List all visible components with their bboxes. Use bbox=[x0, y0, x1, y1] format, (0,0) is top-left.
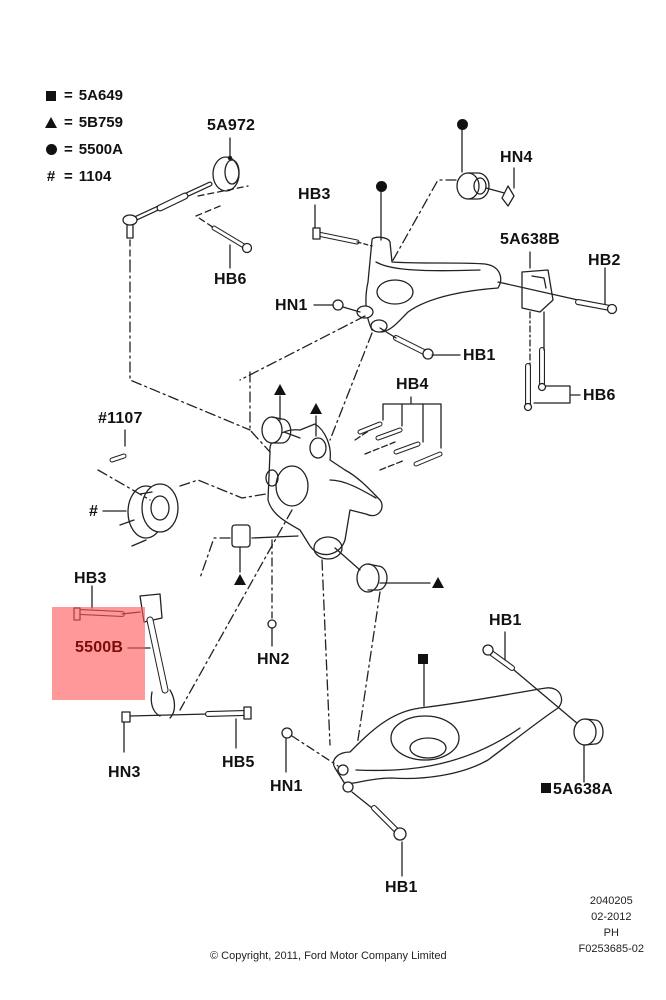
legend-equals: = bbox=[64, 168, 73, 185]
part-highlight-5500b[interactable] bbox=[52, 607, 145, 700]
label-hn1-top[interactable]: HN1 bbox=[275, 297, 308, 314]
label-hn2[interactable]: HN2 bbox=[257, 651, 290, 668]
circle-marker-icon bbox=[376, 181, 387, 192]
label-hb4[interactable]: HB4 bbox=[396, 376, 429, 393]
knuckle-bushing-lower bbox=[356, 563, 388, 593]
hb1-bolt-bottom bbox=[371, 805, 407, 841]
legend-row-circle: = 5500A bbox=[44, 142, 123, 157]
triangle-marker-icon bbox=[234, 574, 246, 585]
label-hb3-top[interactable]: HB3 bbox=[298, 186, 331, 203]
triangle-marker-icon bbox=[274, 384, 286, 395]
hb1-bolt-top bbox=[393, 335, 434, 360]
square-marker-icon bbox=[418, 654, 428, 664]
figure-initials: PH bbox=[603, 927, 619, 939]
copyright-notice: © Copyright, 2011, Ford Motor Company Li… bbox=[210, 950, 447, 962]
label-hb3-left[interactable]: HB3 bbox=[74, 570, 107, 587]
hn4-clip bbox=[501, 185, 515, 207]
hb6-bolt-top bbox=[211, 225, 253, 254]
label-1107[interactable]: #1107 bbox=[98, 410, 143, 427]
hb1-bolt-right bbox=[482, 644, 515, 671]
label-hn4[interactable]: HN4 bbox=[500, 149, 533, 166]
figure-number: 2040205 bbox=[589, 895, 633, 907]
legend-code: 5500A bbox=[78, 141, 123, 158]
wheel-bolt-1107 bbox=[109, 453, 127, 463]
label-5a638a[interactable]: 5A638A bbox=[553, 781, 613, 798]
label-5a638b[interactable]: 5A638B bbox=[500, 231, 560, 248]
link-5500b-part bbox=[139, 593, 176, 719]
legend-equals: = bbox=[64, 141, 73, 158]
knuckle-bushing-upper bbox=[261, 416, 292, 444]
label-hb1-bottom[interactable]: HB1 bbox=[385, 879, 418, 896]
label-hub-hash[interactable]: # bbox=[89, 503, 99, 520]
legend-equals: = bbox=[64, 87, 73, 104]
legend-row-square: = 5A649 bbox=[44, 88, 123, 103]
legend-code: 5B759 bbox=[78, 114, 123, 131]
wheel-hub-part bbox=[119, 483, 179, 547]
bushing-5a638a bbox=[573, 718, 604, 746]
legend-code: 1104 bbox=[78, 168, 112, 185]
legend-row-hash: # = 1104 bbox=[44, 169, 111, 184]
label-hn3[interactable]: HN3 bbox=[108, 764, 141, 781]
upper-bushing-part bbox=[456, 172, 509, 200]
hb5-bolt bbox=[205, 706, 252, 720]
triangle-marker-icon bbox=[432, 577, 444, 588]
toe-link-part bbox=[122, 156, 240, 263]
label-hb1-right[interactable]: HB1 bbox=[489, 612, 522, 629]
label-hb6-right[interactable]: HB6 bbox=[583, 387, 616, 404]
hb3-bolt-top bbox=[312, 227, 360, 245]
lower-control-arm-part bbox=[332, 687, 563, 793]
triangle-marker-icon bbox=[310, 403, 322, 414]
upper-control-arm-part bbox=[356, 236, 502, 333]
hb4-bolts bbox=[357, 421, 443, 467]
knuckle-bushing-side bbox=[231, 524, 251, 548]
circle-symbol-icon bbox=[45, 144, 57, 155]
label-hb5[interactable]: HB5 bbox=[222, 754, 255, 771]
square-marker-icon bbox=[541, 783, 551, 793]
label-5a972[interactable]: 5A972 bbox=[207, 117, 256, 134]
label-5500b[interactable]: 5500B bbox=[75, 639, 124, 656]
square-symbol-icon bbox=[46, 90, 56, 101]
legend-equals: = bbox=[64, 114, 73, 131]
label-hn1-bottom[interactable]: HN1 bbox=[270, 778, 303, 795]
hb6-bolts-right bbox=[523, 347, 547, 412]
triangle-symbol-icon bbox=[45, 117, 57, 128]
hb2-bolt bbox=[575, 299, 618, 315]
legend-row-triangle: = 5B759 bbox=[44, 115, 123, 130]
figure-reference: F0253685-02 bbox=[578, 943, 644, 955]
label-hb1-top[interactable]: HB1 bbox=[463, 347, 496, 364]
knuckle-part bbox=[265, 423, 383, 560]
circle-marker-icon bbox=[457, 119, 468, 130]
figure-metadata: 2040205 02-2012 PH F0253685-02 bbox=[579, 893, 644, 957]
legend-code: 5A649 bbox=[78, 87, 123, 104]
hash-symbol-icon: # bbox=[46, 168, 56, 185]
label-hb6-top[interactable]: HB6 bbox=[214, 271, 247, 288]
figure-date: 02-2012 bbox=[591, 911, 632, 923]
label-hb2[interactable]: HB2 bbox=[588, 252, 621, 269]
